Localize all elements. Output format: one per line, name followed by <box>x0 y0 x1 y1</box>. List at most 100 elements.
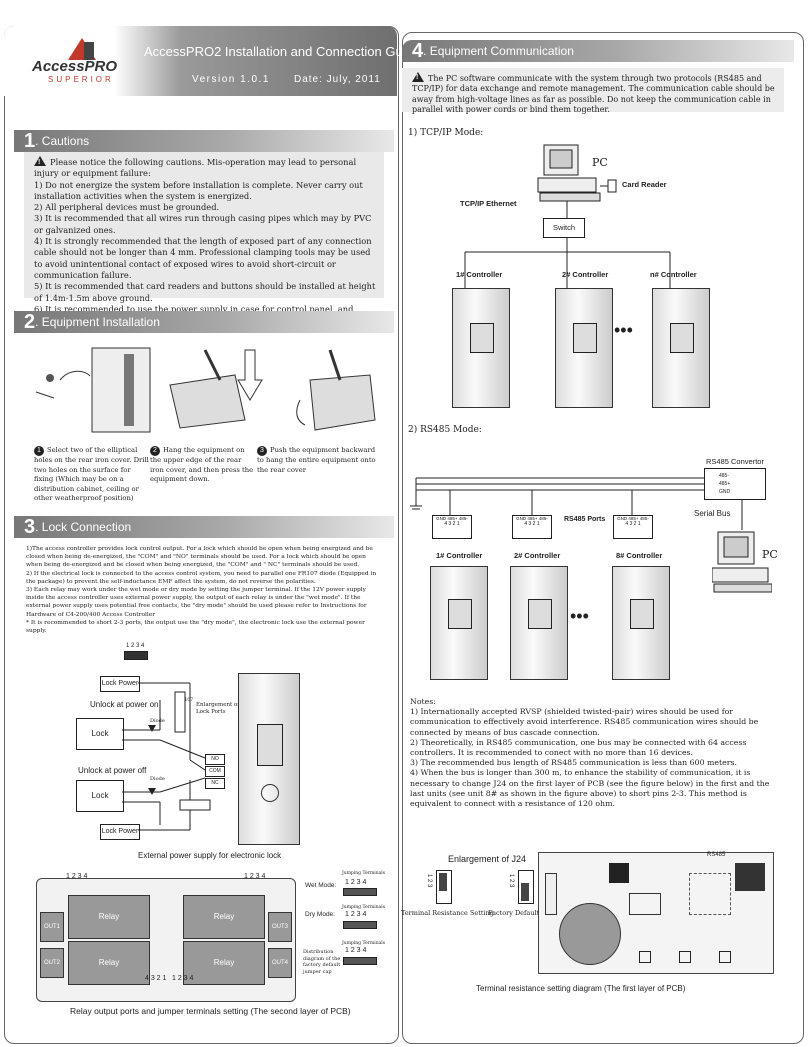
section-cautions-heading: 1. Cautions <box>14 130 394 152</box>
pcb-pins-top-right: 1 2 3 4 <box>244 873 266 880</box>
installation-illustration <box>30 340 380 440</box>
pcb-first-layer: RS485 <box>538 852 774 974</box>
rs485-convertor-box: 485-485+GND <box>704 468 766 500</box>
nc-terminal: NC <box>205 778 225 789</box>
wet-mode-jumper <box>343 888 377 896</box>
section-communication-heading: 4. Equipment Communication <box>402 40 794 62</box>
rs485-pc-label: PC <box>762 548 778 561</box>
default-pins: 1 2 3 4 <box>345 947 367 954</box>
rs485-port-1: GND 485+ 485-4 3 2 1 <box>432 515 472 539</box>
cautions-box: Please notice the following cautions. Mi… <box>24 152 384 325</box>
header-banner: AccessPRO SUPERIOR AccessPRO2 Installati… <box>4 26 420 96</box>
relay-caption: Relay output ports and jumper terminals … <box>70 1006 351 1016</box>
notes-block: Notes: 1) Internationally accepted RVSP … <box>410 697 778 809</box>
no-terminal: NO <box>205 754 225 765</box>
relay-4: Relay <box>183 941 265 985</box>
enlargement-label: Enlargement of Lock Ports <box>196 702 240 715</box>
date-text: Date: July, 2011 <box>294 74 381 85</box>
lock-controller-illustration <box>238 673 300 845</box>
rs485-bus-lines <box>402 460 802 540</box>
rs485-ctrl2-label: 2# Controller <box>514 551 561 560</box>
tcp-controller-1 <box>452 288 510 408</box>
lock-wiring <box>60 670 250 845</box>
dry-mode-pins: 1 2 3 4 <box>345 911 367 918</box>
rs485-mode-title: 2) RS485 Mode: <box>408 425 482 435</box>
j24-terminal-resistance <box>436 870 452 904</box>
lock-box-2: Lock <box>76 780 124 812</box>
relay-2: Relay <box>68 941 150 985</box>
out-port-1: OUT1 <box>40 912 64 942</box>
j24-pins-1: 1 2 3 <box>426 874 432 888</box>
wet-mode-pins: 1 2 3 4 <box>345 879 367 886</box>
rs485-ports-label: RS485 Ports <box>564 516 606 523</box>
out-port-2: OUT2 <box>40 948 64 978</box>
rs485-ctrl8-label: 8# Controller <box>616 551 663 560</box>
tcp-mode-title: 1) TCP/IP Mode: <box>408 128 484 138</box>
tcp-controller-n <box>652 288 710 408</box>
rs485-convertor-label: RS485 Convertor <box>706 457 764 466</box>
lock-box-1: Lock <box>76 718 124 750</box>
out-port-3: OUT3 <box>268 912 292 942</box>
warning-icon <box>412 72 424 83</box>
notes-title: Notes: <box>410 697 436 706</box>
section-lock-heading: 3. Lock Connection <box>14 516 394 538</box>
section-installation-heading: 2. Equipment Installation <box>14 311 394 333</box>
relay-1: Relay <box>68 895 150 939</box>
ctrl2-label: 2# Controller <box>562 270 609 279</box>
dry-mode-label: Dry Mode: <box>305 911 335 918</box>
j24-pins-2: 1 2 3 <box>508 874 514 888</box>
caution-item: 5) It is recommended that card readers a… <box>34 281 376 303</box>
serial-bus-label: Serial Bus <box>694 509 731 518</box>
lock-power-top: Lock Power <box>100 676 140 692</box>
note-item: 4) When the bus is longer than 300 m, to… <box>410 768 770 809</box>
relay-3: Relay <box>183 895 265 939</box>
rs485-port-8: GND 485+ 485-4 3 2 1 <box>613 515 653 539</box>
tcp-controller-2 <box>555 288 613 408</box>
caution-item: 4) It is strongly recommended that the l… <box>34 236 372 280</box>
unlock-off-label: Unlock at power off <box>78 766 147 775</box>
factory-default-label: Factory Default Setting <box>488 909 566 917</box>
pcb-first-caption: Terminal resistance setting diagram (The… <box>476 984 686 993</box>
distribution-label: Distribution diagram of the factory defa… <box>303 949 341 975</box>
out-port-4: OUT4 <box>268 948 292 978</box>
tcp-ethernet-label: TCP/IP Ethernet <box>460 199 517 208</box>
guide-title: AccessPRO2 Installation and Connection G… <box>144 44 421 59</box>
lock-item: 2) If the electrical lock is connected t… <box>26 570 377 585</box>
switch-box: Switch <box>543 218 585 238</box>
fr107-top-label: FR107 <box>178 698 194 703</box>
caution-item: 2) All peripheral devices must be ground… <box>34 202 220 213</box>
note-item: 2) Theoretically, in RS485 communication… <box>410 737 747 758</box>
lock-power-bottom: Lock Power <box>100 824 140 840</box>
pcb-pins-bottom-right: 1 2 3 4 <box>172 975 194 982</box>
com-terminal: COM <box>205 766 225 777</box>
pcb-pins-top-left: 1 2 3 4 <box>66 873 88 880</box>
warning-icon <box>34 156 46 168</box>
dry-jumping-label: Jumping Terminals <box>342 905 386 910</box>
communication-box: The PC software communicate with the sys… <box>402 68 784 114</box>
wet-mode-label: Wet Mode: <box>305 882 337 889</box>
brand-logo: AccessPRO SUPERIOR <box>28 38 138 88</box>
terminal-resistance-label: Terminal Resistance Setting <box>401 909 494 917</box>
diode-label-1: Diode <box>150 718 165 724</box>
rs485-board-label: RS485 <box>707 852 726 858</box>
lock-item: 3) Each relay may work under the wet mod… <box>26 587 367 618</box>
note-item: 3) The recommended bus length of RS485 c… <box>410 758 737 768</box>
ctrln-label: n# Controller <box>650 270 697 279</box>
rs485-ctrl1-label: 1# Controller <box>436 551 483 560</box>
default-jumper <box>343 957 377 965</box>
lock-item: * It is recommended to short 2-3 ports, … <box>26 619 365 635</box>
pc-label: PC <box>592 156 608 169</box>
tcp-ellipsis: ••• <box>614 320 633 340</box>
unlock-on-label: Unlock at power on <box>90 700 159 709</box>
j24-title: Enlargement of J24 <box>448 854 527 864</box>
rs485-port-2: GND 485+ 485-4 3 2 1 <box>512 515 552 539</box>
default-jumping-label: Jumping Terminals <box>342 941 386 946</box>
rs485-controller-2 <box>510 566 568 680</box>
lock-item: 1)The access controller provides lock co… <box>26 546 373 569</box>
rs485-pc-icon <box>711 530 773 594</box>
ctrl1-label: 1# Controller <box>456 270 503 279</box>
dry-mode-jumper <box>343 921 377 929</box>
